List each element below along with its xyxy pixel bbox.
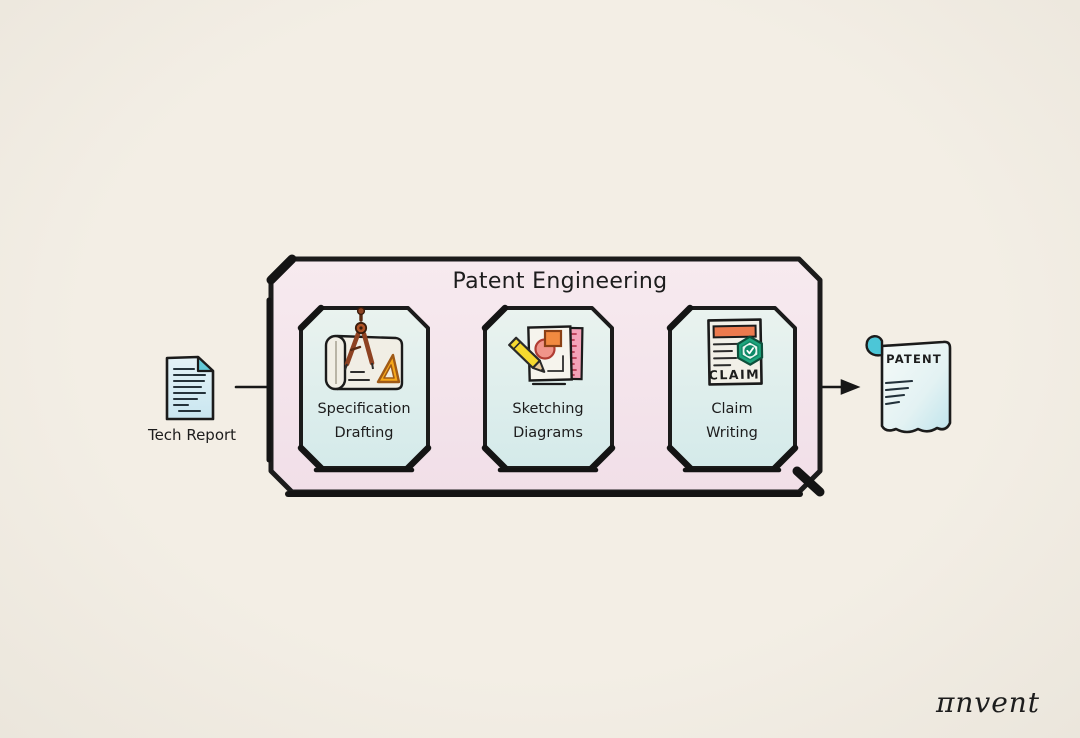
artist-signature: πnvent <box>935 686 1040 719</box>
tech-report-node: Tech Report <box>147 355 236 444</box>
drafting-compass-set-square-icon <box>324 306 404 391</box>
claim-document-badge-icon: CLAIM <box>707 318 764 386</box>
pencil-shapes-ruler-icon <box>508 325 584 386</box>
stage2-label-line1: Sketching <box>512 401 583 417</box>
tech-report-label: Tech Report <box>147 426 236 444</box>
patent-node: PATENT <box>865 335 952 434</box>
stage-claim-writing: CLAIM Claim Writing <box>666 304 799 473</box>
container-title: Patent Engineering <box>453 269 668 294</box>
stage3-label-line1: Claim <box>711 401 752 417</box>
claim-doc-text: CLAIM <box>709 367 761 383</box>
stage3-label-line2: Writing <box>706 425 758 441</box>
patent-scroll-icon: PATENT <box>865 335 952 434</box>
stage-specification-drafting: Specification Drafting <box>297 304 432 473</box>
pencil-icon <box>508 336 546 373</box>
stage-sketching-diagrams: Sketching Diagrams <box>481 304 616 473</box>
patent-doc-title: PATENT <box>886 352 942 366</box>
check-badge-icon <box>736 335 764 366</box>
document-icon <box>165 355 215 421</box>
stage1-label-line1: Specification <box>317 401 410 417</box>
compass-icon <box>344 306 375 371</box>
stage2-label-line2: Diagrams <box>513 425 583 441</box>
stage1-label-line2: Drafting <box>335 425 394 441</box>
